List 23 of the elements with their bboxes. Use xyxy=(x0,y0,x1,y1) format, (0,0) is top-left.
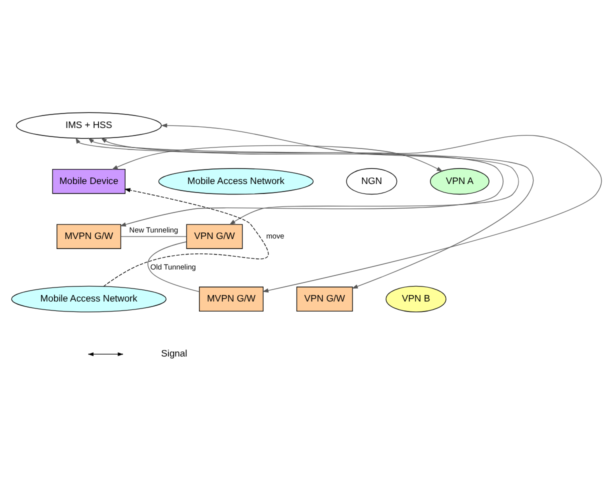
node-box: VPN G/W xyxy=(296,286,353,312)
node-box: Mobile Device xyxy=(52,168,126,194)
node-ellipse: Mobile Access Network xyxy=(11,286,166,312)
arrow xyxy=(88,135,602,293)
edge-label: move xyxy=(266,231,284,240)
edge-label: Old Tunneling xyxy=(150,262,196,272)
node-ellipse: VPN B xyxy=(386,286,446,312)
arrow xyxy=(76,137,504,227)
node-box: MVPN G/W xyxy=(56,224,122,249)
arrow xyxy=(103,188,269,287)
connector xyxy=(148,241,200,292)
node-ellipse: IMS + HSS xyxy=(16,112,162,139)
node-ellipse: NGN xyxy=(346,168,398,195)
arrow xyxy=(100,138,534,289)
legend-label: Signal xyxy=(161,348,188,359)
arrow xyxy=(112,145,443,172)
node-box: VPN G/W xyxy=(186,224,243,249)
node-ellipse: VPN A xyxy=(430,168,490,195)
arrow xyxy=(161,123,519,225)
connector xyxy=(120,236,187,237)
node-box: MVPN G/W xyxy=(199,286,264,312)
edge-label: New Tunneling xyxy=(129,225,178,234)
node-ellipse: Mobile Access Network xyxy=(158,168,314,195)
